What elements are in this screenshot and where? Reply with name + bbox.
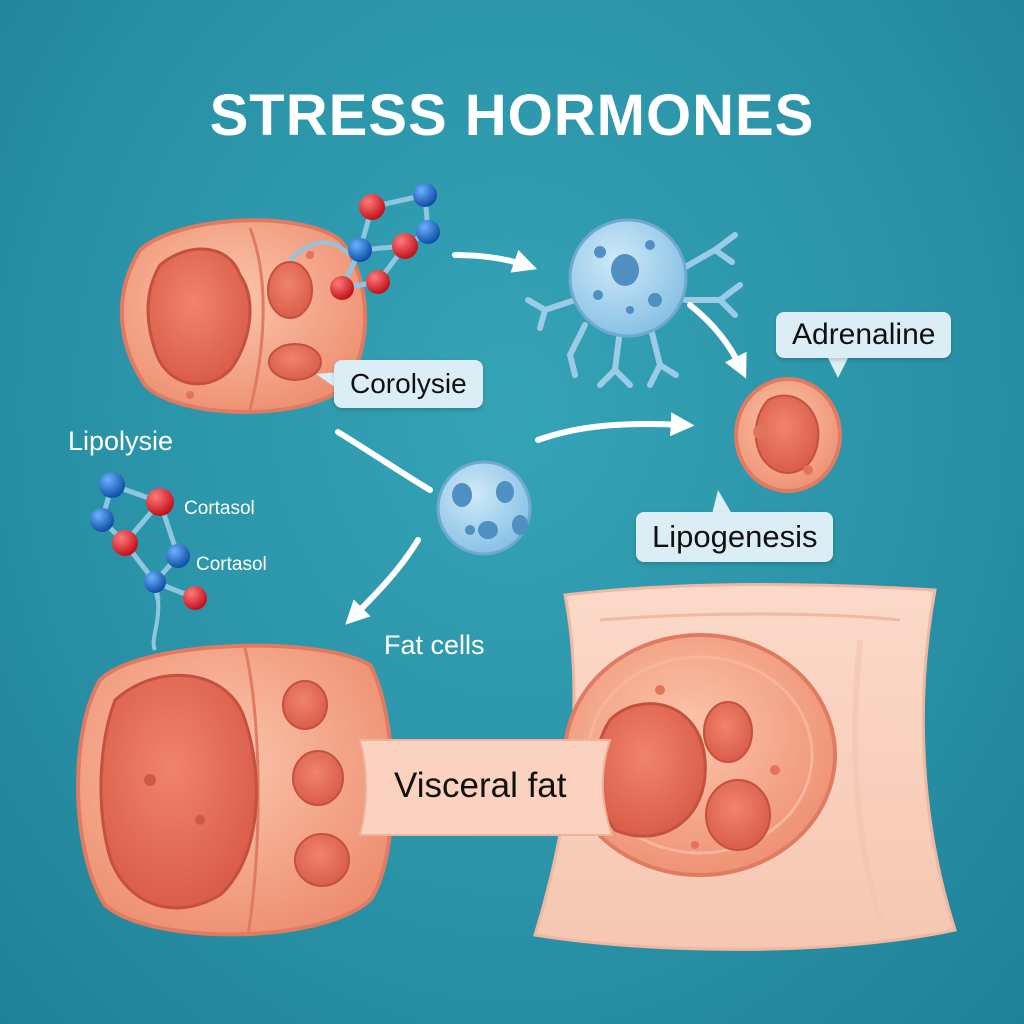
label-cortasol-1: Cortasol — [184, 498, 255, 519]
blue-cell — [436, 460, 532, 556]
visceral-fat-band — [358, 739, 614, 836]
label-visceral-fat: Visceral fat — [394, 766, 567, 805]
arrow-molecule-to-immune — [452, 249, 538, 273]
fat-cell-small — [734, 377, 842, 493]
molecule-left — [90, 472, 207, 651]
flow-arrows — [335, 249, 747, 625]
label-cortasol-2: Cortasol — [196, 554, 267, 575]
arrow-immune-to-fatcell — [687, 302, 747, 379]
label-corolysie: Corolysie — [334, 360, 483, 408]
visceral-fat-cell — [563, 633, 837, 877]
label-adrenaline: Adrenaline — [776, 312, 952, 358]
arrow-center-to-bottom — [345, 537, 421, 625]
label-lipogenesis: Lipogenesis — [636, 512, 834, 562]
page-title: STRESS HORMONES — [209, 83, 815, 148]
immune-cell — [525, 218, 743, 388]
arrow-top-to-center — [335, 429, 433, 493]
molecule-top — [288, 183, 440, 300]
label-lipolysie: Lipolysie — [68, 426, 174, 456]
label-fat-cells: Fat cells — [384, 630, 485, 660]
fat-cell-top — [119, 218, 368, 414]
fat-cell-bottom — [76, 643, 395, 937]
arrow-center-to-fatcell — [535, 412, 695, 443]
